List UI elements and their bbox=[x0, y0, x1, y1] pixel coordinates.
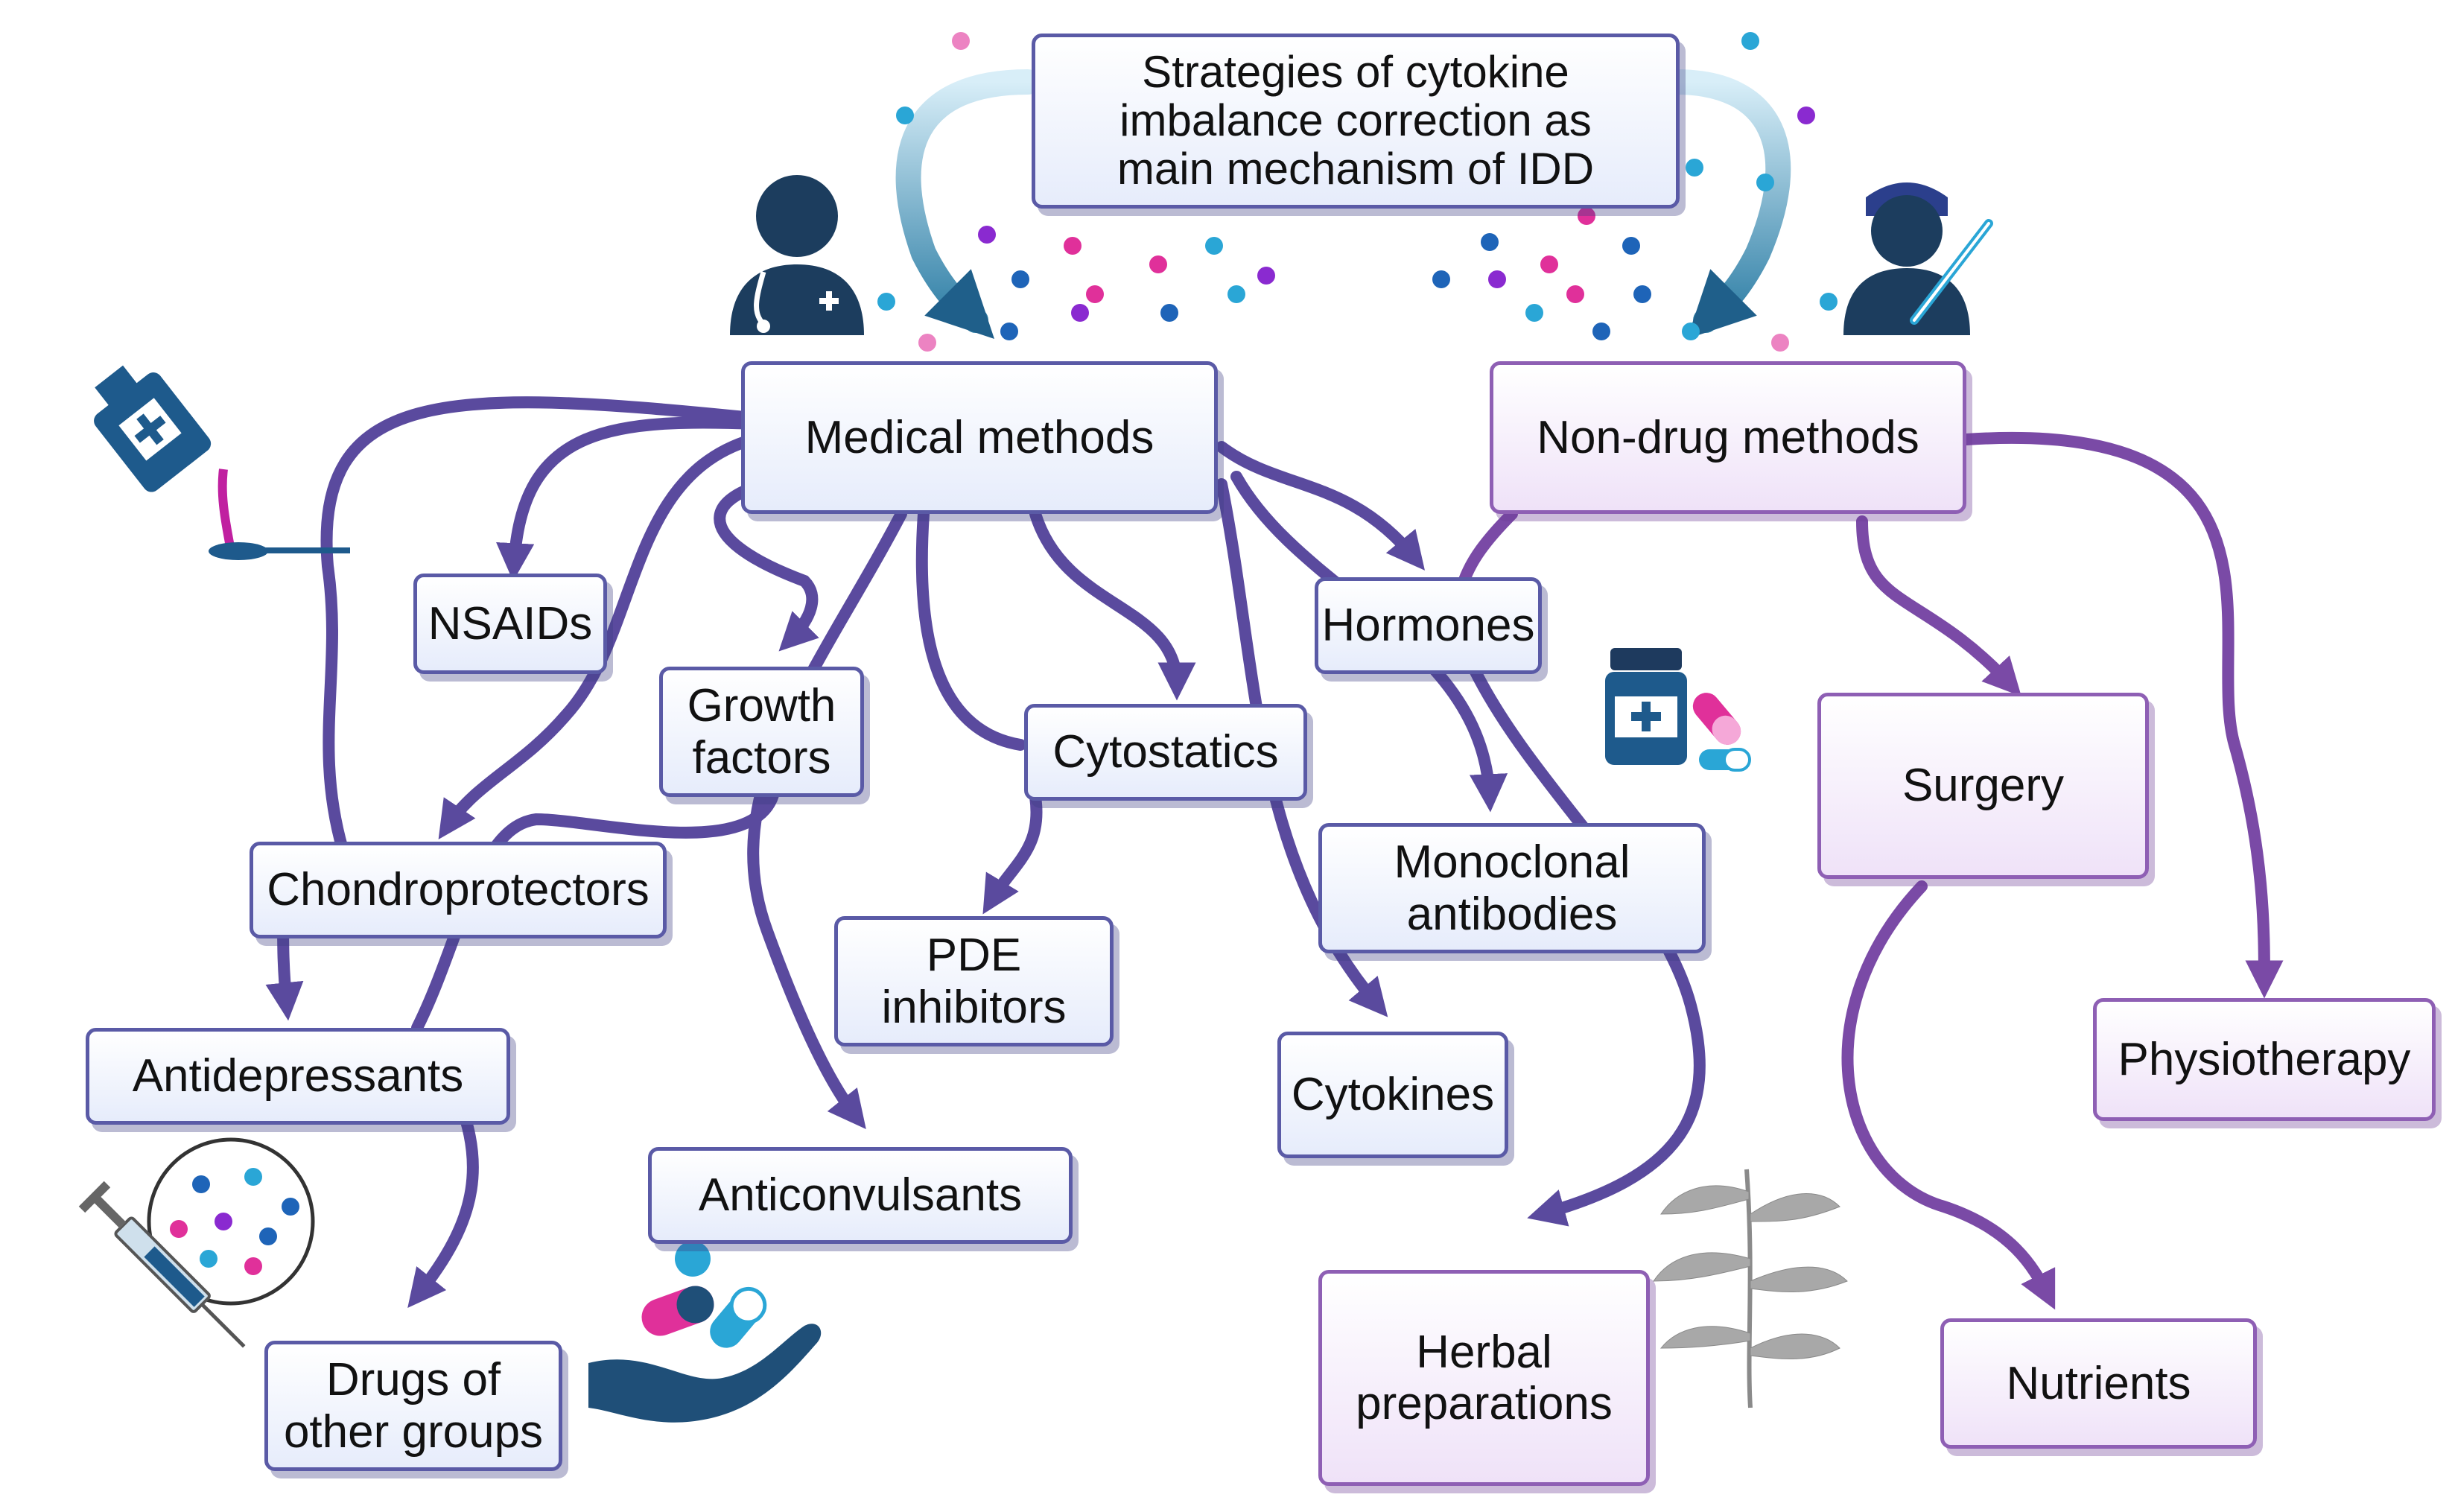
arrow-to-pde bbox=[982, 791, 1043, 915]
monoclonal-antibodies-box: Monoclonal antibodies bbox=[1318, 823, 1706, 953]
hormones-box: Hormones bbox=[1315, 577, 1542, 674]
arrow-title-to-medical bbox=[895, 69, 1041, 339]
arrow-to-physiotherapy bbox=[1960, 432, 2284, 999]
cytokines-box: Cytokines bbox=[1277, 1032, 1508, 1158]
arrow-to-anticonvulsants bbox=[747, 508, 907, 1129]
top-arrows bbox=[895, 69, 1791, 339]
arrow-to-nsaids bbox=[496, 416, 781, 582]
arrow-to-chondroprotectors bbox=[438, 433, 758, 840]
anticonvulsants-box: Anticonvulsants bbox=[648, 1147, 1073, 1244]
antidepressants-box: Antidepressants bbox=[86, 1028, 510, 1125]
arrow-to-cytostatics bbox=[915, 508, 1026, 751]
herb-plant-icon bbox=[1653, 1169, 1848, 1408]
growth-factors-box: Growth factors bbox=[659, 667, 864, 797]
medical-methods-box: Medical methods bbox=[741, 361, 1218, 514]
herbal-preparations-box: Herbal preparations bbox=[1318, 1270, 1650, 1486]
title-box: Strategies of cytokine imbalance correct… bbox=[1032, 34, 1680, 209]
non-drug-methods-box: Non-drug methods bbox=[1490, 361, 1966, 514]
doctor-icon bbox=[730, 175, 864, 335]
syringe-icon bbox=[78, 1137, 315, 1348]
chondroprotectors-box: Chondroprotectors bbox=[250, 842, 667, 938]
arrow-hormones-to-herbal bbox=[1469, 664, 1706, 1227]
nsaids-box: NSAIDs bbox=[413, 574, 607, 674]
drugs-other-groups-box: Drugs of other groups bbox=[264, 1341, 562, 1471]
arrow-to-hormones bbox=[1216, 441, 1425, 571]
surgery-box: Surgery bbox=[1817, 693, 2149, 879]
arrow-title-to-nondrug bbox=[1663, 69, 1791, 339]
pills-in-hand-icon bbox=[588, 1241, 822, 1423]
medical-arrows bbox=[265, 396, 1706, 1308]
physiotherapy-box: Physiotherapy bbox=[2093, 998, 2436, 1121]
syrup-bottle-icon bbox=[94, 365, 350, 560]
nutrients-box: Nutrients bbox=[1940, 1318, 2257, 1449]
arrow-to-surgery bbox=[1856, 515, 2021, 697]
surgeon-icon bbox=[1843, 182, 1993, 335]
pill-bottle-icon bbox=[1605, 648, 1751, 772]
arrow-main-left-trunk bbox=[320, 396, 751, 855]
pde-inhibitors-box: PDE inhibitors bbox=[834, 916, 1114, 1046]
cytostatics-box: Cytostatics bbox=[1024, 704, 1307, 801]
arrow-to-cytostatics-2 bbox=[1029, 508, 1196, 701]
arrow-to-nutrients bbox=[1841, 880, 2056, 1310]
cytokine-dots bbox=[877, 32, 1838, 352]
